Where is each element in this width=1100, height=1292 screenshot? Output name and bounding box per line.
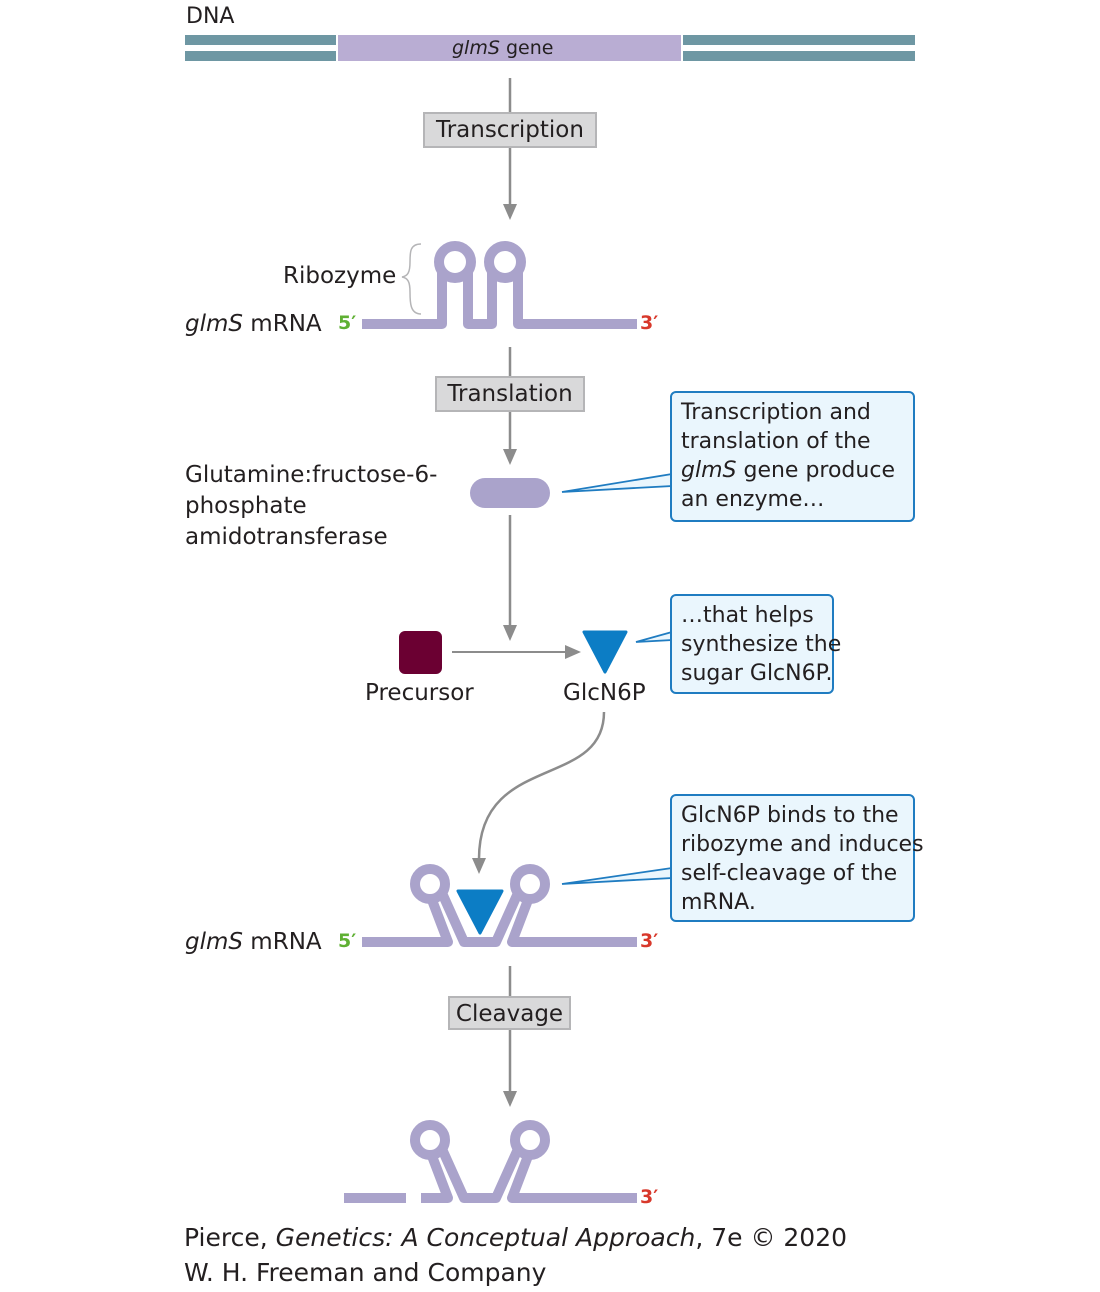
binding-callout-line4: mRNA. bbox=[681, 890, 756, 915]
gene-word: gene bbox=[499, 37, 554, 59]
credit-prefix: Pierce, bbox=[184, 1223, 276, 1252]
mrna-gene-name: glmS bbox=[185, 311, 243, 337]
mrna-word: mRNA bbox=[243, 311, 322, 337]
credit-book-title: Genetics: A Conceptual Approach bbox=[275, 1223, 696, 1252]
ribozyme-label: Ribozyme bbox=[283, 263, 397, 289]
cleavage-arrowhead bbox=[503, 1091, 517, 1107]
binding-callout: GlcN6P binds to the ribozyme and induces… bbox=[670, 794, 924, 922]
transcription-arrowhead bbox=[503, 204, 517, 220]
binding-callout-line1: GlcN6P binds to the bbox=[681, 803, 899, 828]
enzyme-callout-line3: glmS gene produce bbox=[681, 456, 904, 485]
three-prime-label-1: 3′ bbox=[640, 312, 659, 334]
binding-callout-line2: ribozyme and induces bbox=[681, 832, 924, 857]
glcn6p-shape bbox=[582, 630, 628, 674]
enzyme-label-line2: phosphate bbox=[185, 493, 307, 519]
gene-name: glmS bbox=[452, 37, 500, 59]
glcn6p-label: GlcN6P bbox=[563, 680, 646, 706]
enzyme-arrowhead bbox=[503, 625, 517, 641]
sugar-callout: …that helps synthesize the sugar GlcN6P. bbox=[670, 594, 842, 694]
translation-arrowhead bbox=[503, 449, 517, 465]
precursor-label: Precursor bbox=[365, 680, 474, 706]
mrna-label-2: glmS mRNA bbox=[185, 928, 322, 957]
gene-label: glmS gene bbox=[452, 35, 553, 61]
reaction-arrowhead bbox=[565, 645, 581, 659]
enzyme-callout-gene-name: glmS bbox=[681, 458, 737, 483]
glms-gene-segment bbox=[338, 35, 681, 61]
callout-pointers bbox=[561, 472, 673, 885]
mrna-label-1: glmS mRNA bbox=[185, 310, 322, 339]
credit-line1: Pierce, Genetics: A Conceptual Approach,… bbox=[184, 1220, 847, 1255]
sugar-callout-line3: sugar GlcN6P. bbox=[681, 661, 833, 686]
enzyme-label-line1: Glutamine:fructose-6- bbox=[185, 462, 438, 488]
three-prime-label-2: 3′ bbox=[640, 930, 659, 952]
glcn6p-binding-arrow bbox=[477, 711, 606, 861]
five-prime-label-1: 5′ bbox=[338, 312, 357, 334]
precursor-shape bbox=[399, 631, 442, 674]
bound-glcn6p-shape bbox=[456, 889, 504, 935]
dna-label: DNA bbox=[186, 4, 235, 29]
enzyme-callout-line1: Transcription and bbox=[681, 400, 871, 425]
five-prime-label-2: 5′ bbox=[338, 930, 357, 952]
sugar-callout-line2: synthesize the bbox=[681, 632, 842, 657]
enzyme-shape bbox=[470, 478, 550, 508]
cleavage-step-box: Cleavage bbox=[448, 996, 571, 1030]
ribozyme-bracket bbox=[401, 243, 422, 315]
mrna-gene-name-2: glmS bbox=[185, 929, 243, 955]
glms-mrna-2 bbox=[362, 864, 637, 947]
sugar-callout-line1: …that helps bbox=[681, 603, 814, 628]
enzyme-callout-line4: an enzyme… bbox=[681, 487, 825, 512]
translation-step-box: Translation bbox=[435, 376, 585, 412]
transcription-step-box: Transcription bbox=[423, 112, 597, 148]
dna-strand bbox=[185, 35, 915, 61]
glms-mrna-1 bbox=[362, 241, 637, 329]
binding-callout-line3: self-cleavage of the bbox=[681, 861, 898, 886]
credit-line2: W. H. Freeman and Company bbox=[184, 1258, 547, 1287]
enzyme-callout-line3-rest: gene produce bbox=[736, 458, 895, 483]
enzyme-callout: Transcription and translation of the glm… bbox=[670, 391, 915, 522]
three-prime-label-3: 3′ bbox=[640, 1186, 659, 1208]
mrna-word-2: mRNA bbox=[243, 929, 322, 955]
credit-suffix: , 7e © 2020 bbox=[695, 1223, 848, 1252]
glcn6p-binding-arrowhead bbox=[472, 858, 486, 874]
enzyme-callout-line2: translation of the bbox=[681, 429, 871, 454]
enzyme-label-line3: amidotransferase bbox=[185, 524, 388, 550]
cleaved-mrna bbox=[344, 1120, 637, 1203]
enzyme-label: Glutamine:fructose-6- phosphate amidotra… bbox=[185, 460, 437, 553]
